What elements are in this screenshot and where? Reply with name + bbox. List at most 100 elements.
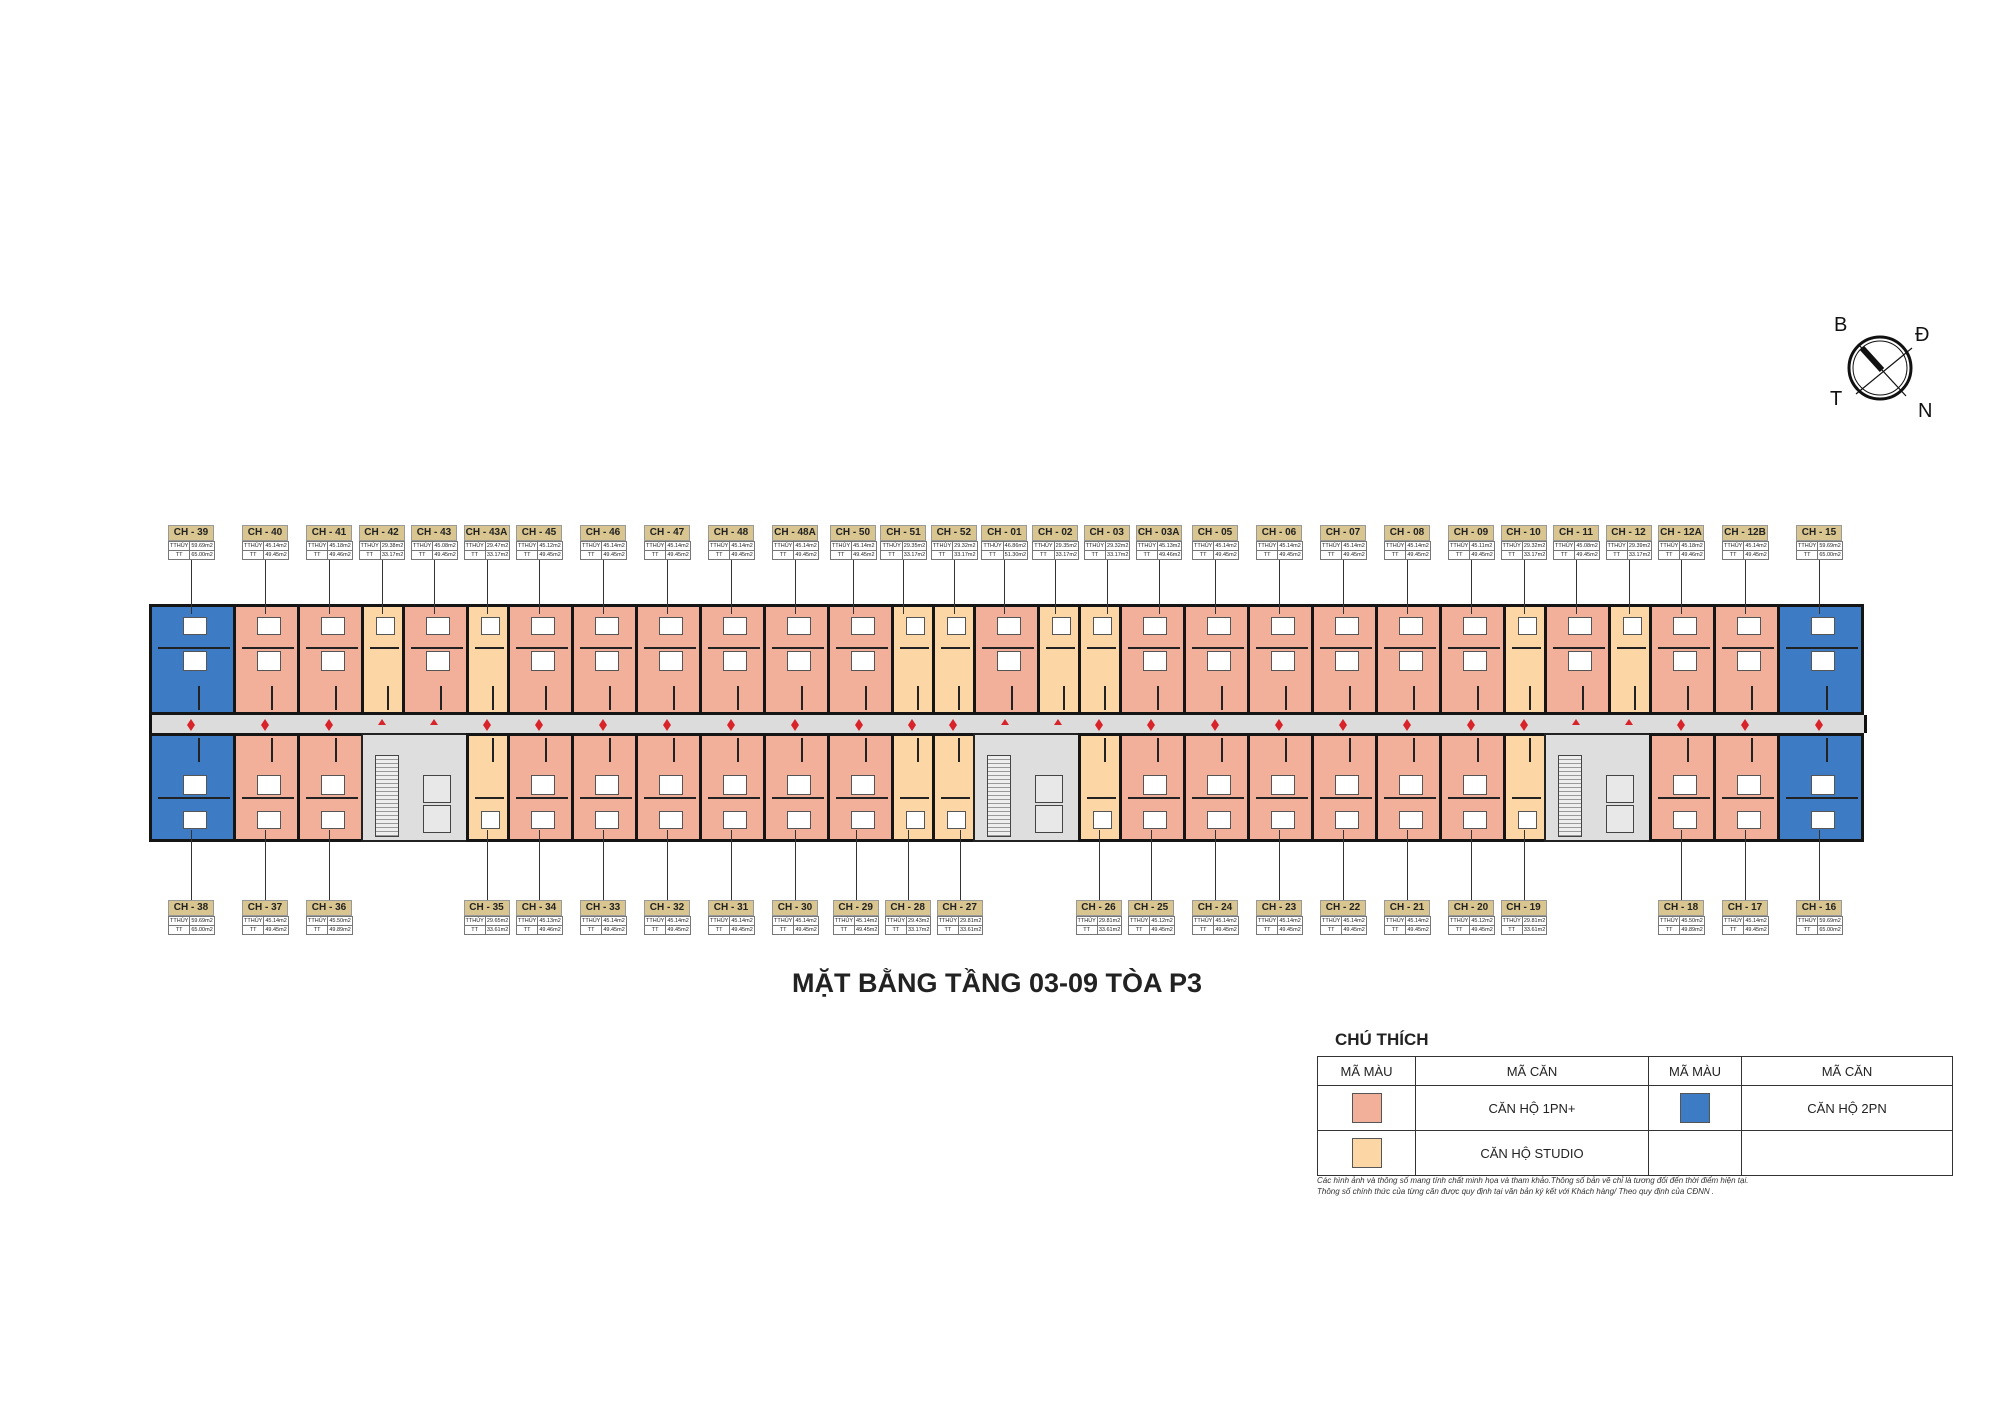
bed-icon xyxy=(1737,811,1761,829)
partition-wall xyxy=(1384,647,1436,649)
gross-area-value: 49.45m2 xyxy=(263,550,289,560)
bathroom-wall xyxy=(1528,738,1531,762)
unit-code: CH - 24 xyxy=(1192,900,1238,916)
unit-code: CH - 52 xyxy=(930,525,977,541)
unit-ch-16 xyxy=(1777,733,1864,842)
partition-wall xyxy=(1087,797,1116,799)
bed-icon xyxy=(723,811,747,829)
compass-east: Đ xyxy=(1915,324,1930,346)
gross-area-value: 49.45m2 xyxy=(1149,925,1175,935)
partition-wall xyxy=(982,647,1034,649)
gross-area-label: TT xyxy=(930,550,954,560)
partition-wall xyxy=(1722,647,1774,649)
gross-area-value: 49.45m2 xyxy=(1213,925,1239,935)
partition-wall xyxy=(900,647,929,649)
leader-line xyxy=(486,559,488,614)
net-area-label: TTHỦY xyxy=(1191,541,1215,551)
bed-icon xyxy=(906,617,925,635)
net-area-label: TTHỦY xyxy=(167,916,191,926)
unit-ch-09 xyxy=(1439,604,1506,715)
door-marker-icon xyxy=(325,725,333,731)
net-area-value: 29.65m2 xyxy=(484,916,511,926)
gross-area-value: 49.89m2 xyxy=(327,925,353,935)
compass: B Đ T N xyxy=(1820,310,1940,430)
unit-code: CH - 40 xyxy=(242,525,288,541)
unit-code: CH - 46 xyxy=(580,525,626,541)
partition-wall xyxy=(1512,647,1541,649)
bed-icon xyxy=(426,617,450,635)
bathroom-wall xyxy=(957,738,960,762)
unit-ch-42 xyxy=(361,604,405,715)
unit-ch-08 xyxy=(1375,604,1442,715)
bathroom-wall xyxy=(1687,686,1690,710)
unit-code: CH - 19 xyxy=(1500,900,1547,916)
net-area-label: TTHỦY xyxy=(241,916,265,926)
net-area-label: TTHỦY xyxy=(1657,916,1681,926)
net-area-value: 45.14m2 xyxy=(665,541,691,551)
leader-line xyxy=(855,830,857,900)
net-area-label: TTHỦY xyxy=(1605,541,1628,551)
bathroom-wall xyxy=(801,738,804,762)
leader-line xyxy=(1628,559,1630,614)
unit-code: CH - 48 xyxy=(708,525,754,541)
gross-area-label: TT xyxy=(829,550,853,560)
net-area-value: 46.86m2 xyxy=(1002,541,1029,551)
door-marker-icon xyxy=(1339,725,1347,731)
unit-code: CH - 37 xyxy=(242,900,288,916)
net-area-value: 45.13m2 xyxy=(537,916,563,926)
door-marker-icon xyxy=(1741,725,1749,731)
unit-code: CH - 21 xyxy=(1384,900,1430,916)
unit-ch-51 xyxy=(891,604,935,715)
door-marker-icon xyxy=(1147,719,1155,725)
partition-wall xyxy=(1617,647,1646,649)
partition-wall xyxy=(644,647,696,649)
unit-ch-07 xyxy=(1311,604,1378,715)
compass-rose-icon xyxy=(1847,335,1913,401)
bathroom-wall xyxy=(1349,738,1352,762)
net-area-value: 59.69m2 xyxy=(189,916,215,926)
gross-area-label: TT xyxy=(1657,925,1681,935)
gross-area-label: TT xyxy=(1795,925,1819,935)
door-marker-icon xyxy=(187,725,195,731)
bed-icon xyxy=(1143,617,1167,635)
net-area-label: TTHỦY xyxy=(579,541,603,551)
unit-ch-48a xyxy=(763,604,830,715)
net-area-label: TTHỦY xyxy=(1032,541,1055,551)
unit-code: CH - 50 xyxy=(829,525,876,541)
bed-icon xyxy=(659,617,683,635)
bed-icon xyxy=(851,811,875,829)
gross-area-value: 49.46m2 xyxy=(1157,550,1183,560)
net-area-value: 59.69m2 xyxy=(1817,541,1843,551)
bed-icon xyxy=(1673,811,1697,829)
unit-code: CH - 18 xyxy=(1658,900,1704,916)
gross-area-label: TT xyxy=(880,550,903,560)
bed-icon xyxy=(481,811,500,829)
net-area-label: TTHỦY xyxy=(1191,916,1215,926)
gross-area-value: 49.89m2 xyxy=(1679,925,1705,935)
gross-area-label: TT xyxy=(1255,550,1279,560)
bathroom-wall xyxy=(1103,686,1106,710)
